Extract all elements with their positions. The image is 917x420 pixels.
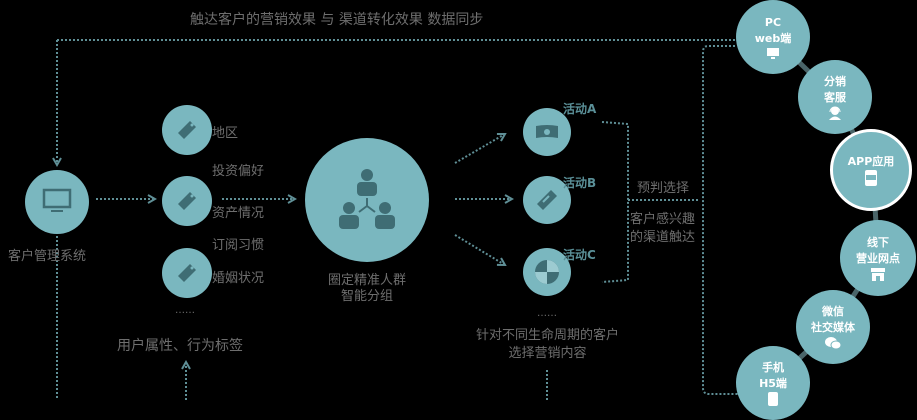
- people-hierarchy-icon: [339, 169, 395, 229]
- ticket-icon: [537, 190, 557, 210]
- predict-line-1: 客户感兴趣: [630, 212, 696, 227]
- channel-mobile-h5[interactable]: 手机 H5端: [736, 346, 810, 420]
- channel-wechat-social[interactable]: 微信 社交媒体: [796, 290, 870, 364]
- crm-circle[interactable]: [25, 170, 89, 234]
- crm-label: 客户管理系统: [8, 249, 87, 264]
- channel-label: 微信: [822, 305, 844, 319]
- tag-label-investment: 投资偏好: [212, 164, 265, 179]
- monitor-icon: [767, 47, 779, 59]
- activity-b-circle[interactable]: [523, 176, 571, 224]
- group-label-2: 智能分组: [340, 289, 393, 304]
- channel-label: 客服: [824, 91, 846, 104]
- tag-circle: [162, 248, 212, 298]
- tag-circle: [162, 176, 212, 226]
- monitor-icon: [42, 188, 72, 212]
- activity-c-circle[interactable]: [523, 248, 571, 296]
- channel-label: 手机: [762, 361, 784, 374]
- tag-icon: [178, 121, 196, 139]
- arrow-to-activity-c: [454, 234, 505, 265]
- predict-label: 预判选择: [637, 181, 690, 196]
- channel-label: APP应用: [847, 155, 895, 169]
- cash-icon: [536, 125, 558, 138]
- app-phone-icon: [865, 169, 877, 186]
- channel-pc-web[interactable]: PC web端: [736, 0, 810, 74]
- tags-ellipsis: ……: [175, 305, 195, 316]
- tag-circle: [162, 105, 212, 155]
- tag-label-subscription: 订阅习惯: [212, 238, 265, 253]
- channel-label: 营业网点: [856, 252, 900, 265]
- activities-ellipsis: ……: [537, 308, 557, 319]
- channel-label: 社交媒体: [811, 321, 855, 334]
- store-icon: [871, 267, 885, 281]
- channel-vertical-line: [702, 45, 740, 395]
- channel-label: web端: [754, 32, 792, 45]
- activity-c-label: 活动C: [563, 248, 596, 262]
- channel-distribution-service[interactable]: 分销 客服: [798, 60, 872, 134]
- tag-label-marriage: 婚姻状况: [212, 271, 265, 286]
- activity-bracket: [601, 121, 629, 283]
- channel-label: PC: [764, 16, 782, 30]
- tag-label-region: 地区: [212, 126, 239, 141]
- tag-icon: [178, 192, 196, 210]
- tags-caption: 用户属性、行为标签: [117, 338, 243, 354]
- group-circle: [305, 138, 429, 262]
- channel-label: 线下: [867, 236, 889, 250]
- channel-label: H5端: [759, 376, 787, 390]
- group-label-1: 圈定精准人群: [327, 273, 406, 288]
- pie-icon: [535, 260, 559, 284]
- activity-a-circle[interactable]: [523, 108, 571, 156]
- arrow-to-activity-a: [454, 134, 505, 164]
- activity-a-label: 活动A: [563, 102, 597, 116]
- headset-icon: [829, 106, 841, 120]
- tag-icon: [178, 264, 196, 282]
- wechat-icon: [825, 336, 842, 350]
- activity-b-label: 活动B: [563, 176, 597, 190]
- channel-label: 分销: [824, 75, 846, 89]
- predict-line-2: 的渠道触达: [630, 230, 696, 245]
- sync-title: 触达客户的营销效果 与 渠道转化效果 数据同步: [190, 12, 484, 28]
- phone-icon: [768, 391, 778, 406]
- tag-label-assets: 资产情况: [212, 206, 265, 221]
- channel-offline-branch[interactable]: 线下 营业网点: [840, 220, 916, 296]
- activities-caption-2: 选择营销内容: [508, 346, 587, 361]
- activities-caption-1: 针对不同生命周期的客户: [475, 328, 619, 343]
- channel-app[interactable]: APP应用: [830, 129, 912, 211]
